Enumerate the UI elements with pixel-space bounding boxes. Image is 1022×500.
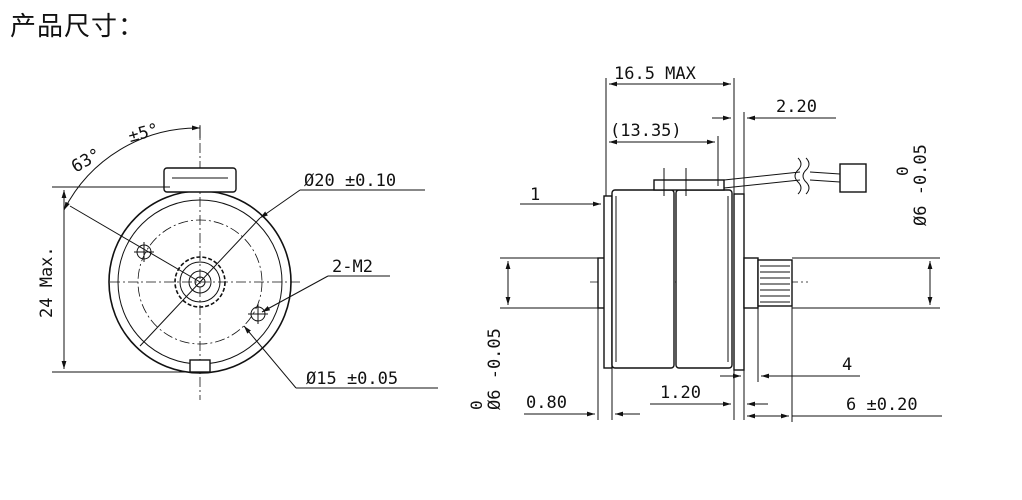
angle-label: 63° <box>68 145 105 178</box>
angle-tolerance-label: ±5° <box>126 120 161 147</box>
body-right-half <box>675 189 733 369</box>
gear-outer <box>174 256 226 308</box>
connector-housing <box>163 167 237 193</box>
gear-length-label: 6 ±0.20 <box>846 395 918 415</box>
height-label: 24 Max. <box>37 246 57 318</box>
gear-width-label: 4 <box>842 355 852 375</box>
overall-length-label: 16.5 MAX <box>614 64 697 84</box>
pitch-diameter-label: Ø15 ±0.05 <box>306 369 398 389</box>
left-diameter-label: Ø6 -0.05 <box>485 328 505 410</box>
side-view: 16.5 MAX (13.35) 2.20 1 0 Ø6 -0.05 0 Ø6 … <box>467 64 942 422</box>
pitch-circle <box>137 219 263 345</box>
gear-hub-side <box>743 257 759 309</box>
page-title: 产品尺寸： <box>10 12 146 42</box>
body-left-half <box>611 189 675 369</box>
front-view: 63° ±5° 24 Max. Ø20 ±0.10 2-M2 Ø15 ±0.05 <box>37 120 438 400</box>
gear-hub <box>188 270 212 294</box>
gear-bore <box>194 276 206 288</box>
right-flange <box>733 193 745 371</box>
flange-label: 2.20 <box>776 97 817 117</box>
side-gear <box>757 259 793 307</box>
body-length-label: (13.35) <box>610 121 682 141</box>
wire-connector <box>839 163 867 193</box>
side-connector <box>653 179 725 191</box>
bottom-tab <box>189 359 211 373</box>
angle-arc <box>63 125 201 211</box>
gear-root <box>179 261 221 303</box>
left-diameter-upper: 0 <box>467 400 486 410</box>
plate-left-label: 0.80 <box>526 393 567 413</box>
plate-gap-label: 1.20 <box>660 383 701 403</box>
right-diameter-label: Ø6 -0.05 <box>911 144 931 226</box>
screw-label: 2-M2 <box>332 257 373 277</box>
left-plate <box>603 195 613 369</box>
right-diameter-upper: 0 <box>893 166 912 176</box>
outer-diameter-label: Ø20 ±0.10 <box>304 171 396 191</box>
left-boss-label: 1 <box>530 185 540 205</box>
